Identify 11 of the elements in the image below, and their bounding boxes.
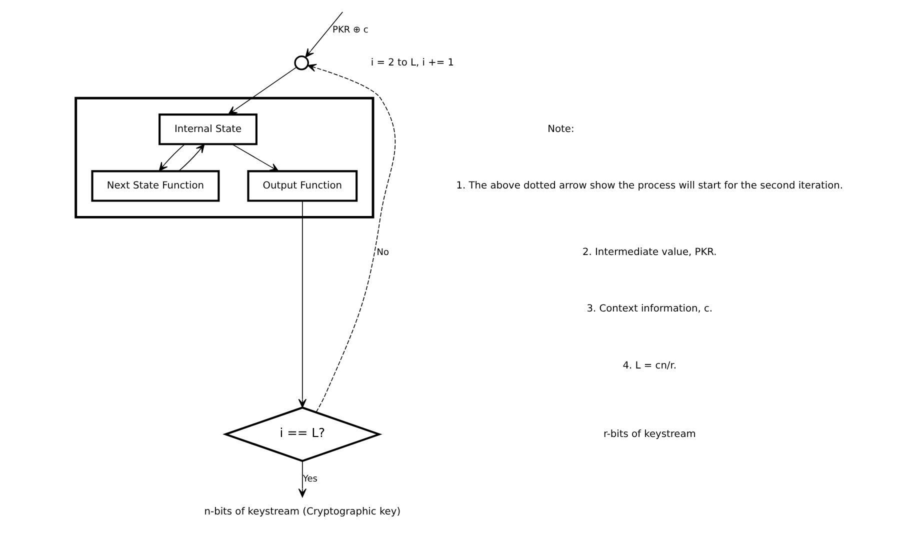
- edge-label: No: [376, 248, 388, 258]
- node-text: n-bits of keystream (Cryptographic key): [204, 506, 400, 518]
- label: 3. Context information, c.: [586, 304, 712, 315]
- label: 2. Intermediate value, PKR.: [582, 247, 716, 258]
- edge-label: PKR ⊕ c: [332, 25, 368, 36]
- label: 4. L = cn/r.: [622, 360, 676, 372]
- label: Note:: [547, 124, 574, 135]
- edge-label: Yes: [302, 474, 317, 484]
- label: i = 2 to L, i += 1: [370, 57, 454, 68]
- label: r-bits of keystream: [602, 428, 696, 440]
- label: 1. The above dotted arrow show the process will start for the second iteration.: [456, 180, 843, 192]
